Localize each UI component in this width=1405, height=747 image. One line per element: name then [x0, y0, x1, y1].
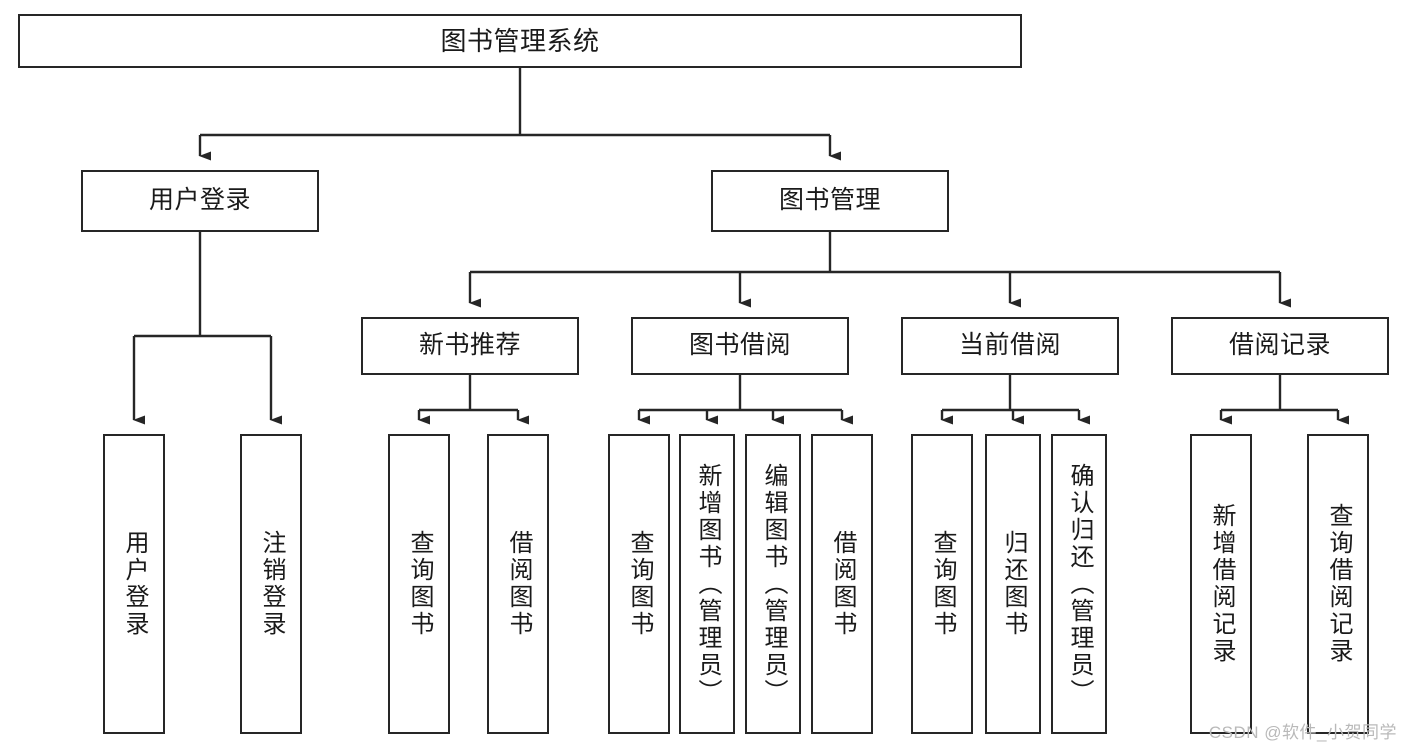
leaf-query-book-2-label: 查询图书 — [626, 530, 653, 638]
leaf-add-record-label: 新增借阅记录 — [1208, 503, 1235, 665]
leaf-borrow-book-2-label: 借阅图书 — [829, 530, 856, 638]
node-root-label: 图书管理系统 — [440, 25, 600, 56]
leaf-logout-label: 注销登录 — [258, 530, 285, 638]
leaf-user-login-label: 用户登录 — [121, 530, 148, 638]
node-current-borrow[interactable]: 当前借阅 — [901, 317, 1119, 375]
node-user-login[interactable]: 用户登录 — [81, 170, 319, 232]
leaf-return-book-label: 归还图书 — [1000, 530, 1027, 638]
leaf-add-book-label: 新增图书（管理员） — [694, 462, 721, 706]
leaf-confirm-return-label: 确认归还（管理员） — [1066, 462, 1093, 706]
csdn-watermark: CSDN @软件_小贺同学 — [1208, 723, 1397, 742]
leaf-confirm-return[interactable]: 确认归还（管理员） — [1051, 434, 1107, 734]
leaf-borrow-book-1-label: 借阅图书 — [505, 530, 532, 638]
leaf-query-record-label: 查询借阅记录 — [1325, 503, 1352, 665]
leaf-query-book-2[interactable]: 查询图书 — [608, 434, 670, 734]
node-book-manage[interactable]: 图书管理 — [711, 170, 949, 232]
node-book-manage-label: 图书管理 — [778, 186, 881, 215]
leaf-query-book-3-label: 查询图书 — [929, 530, 956, 638]
node-root[interactable]: 图书管理系统 — [18, 14, 1022, 68]
leaf-query-book-3[interactable]: 查询图书 — [911, 434, 973, 734]
leaf-user-login[interactable]: 用户登录 — [103, 434, 165, 734]
leaf-query-record[interactable]: 查询借阅记录 — [1307, 434, 1369, 734]
leaf-add-record[interactable]: 新增借阅记录 — [1190, 434, 1252, 734]
leaf-query-book-1[interactable]: 查询图书 — [388, 434, 450, 734]
leaf-query-book-1-label: 查询图书 — [406, 530, 433, 638]
node-user-login-label: 用户登录 — [148, 186, 251, 215]
leaf-return-book[interactable]: 归还图书 — [985, 434, 1041, 734]
node-current-borrow-label: 当前借阅 — [958, 331, 1061, 360]
node-new-book-rec[interactable]: 新书推荐 — [361, 317, 579, 375]
leaf-edit-book[interactable]: 编辑图书（管理员） — [745, 434, 801, 734]
node-book-borrow[interactable]: 图书借阅 — [631, 317, 849, 375]
node-book-borrow-label: 图书借阅 — [688, 331, 791, 360]
leaf-edit-book-label: 编辑图书（管理员） — [760, 462, 787, 706]
node-new-book-rec-label: 新书推荐 — [418, 331, 521, 360]
leaf-borrow-book-1[interactable]: 借阅图书 — [487, 434, 549, 734]
node-borrow-record-label: 借阅记录 — [1228, 331, 1331, 360]
leaf-borrow-book-2[interactable]: 借阅图书 — [811, 434, 873, 734]
leaf-add-book[interactable]: 新增图书（管理员） — [679, 434, 735, 734]
node-borrow-record[interactable]: 借阅记录 — [1171, 317, 1389, 375]
leaf-logout[interactable]: 注销登录 — [240, 434, 302, 734]
